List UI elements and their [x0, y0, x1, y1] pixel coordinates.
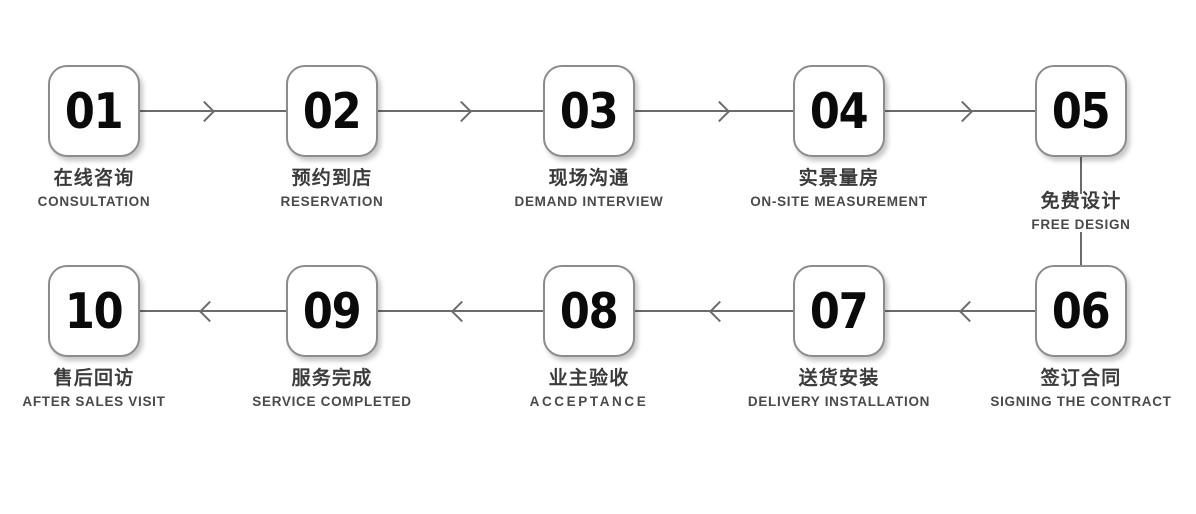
arrow-left-icon-06-07: [958, 300, 981, 323]
connector-02-to-03: [378, 110, 543, 112]
step-number-02: 02: [303, 82, 362, 140]
arrow-left-icon-09-10: [198, 300, 221, 323]
step-number-09: 09: [303, 282, 362, 340]
step-caption-01: 在线咨询 CONSULTATION: [0, 167, 224, 211]
step-caption-en-03: DEMAND INTERVIEW: [514, 193, 664, 209]
step-caption-04: 实景量房 ON-SITE MEASUREMENT: [709, 167, 969, 211]
connector-04-to-05: [885, 110, 1035, 112]
arrow-right-icon-04-05: [951, 100, 974, 123]
step-caption-02: 预约到店 RESERVATION: [202, 167, 462, 211]
step-number-10: 10: [65, 282, 124, 340]
step-number-01: 01: [65, 82, 124, 140]
step-node-02[interactable]: 02: [286, 65, 378, 157]
arrow-right-icon-01-02: [193, 100, 216, 123]
step-caption-en-05: FREE DESIGN: [1031, 216, 1131, 232]
connector-06-to-07: [885, 310, 1035, 312]
connector-07-to-08: [635, 310, 793, 312]
step-caption-06: 签订合同 SIGNING THE CONTRACT: [951, 367, 1196, 411]
step-caption-07: 送货安装 DELIVERY INSTALLATION: [709, 367, 969, 411]
step-caption-cn-03: 现场沟通: [548, 168, 630, 189]
step-node-01[interactable]: 01: [48, 65, 140, 157]
step-node-05[interactable]: 05: [1035, 65, 1127, 157]
step-number-05: 05: [1052, 82, 1111, 140]
step-node-10[interactable]: 10: [48, 265, 140, 357]
step-caption-en-10: AFTER SALES VISIT: [22, 393, 166, 409]
step-caption-cn-07: 送货安装: [798, 368, 880, 389]
connector-09-to-10: [140, 310, 286, 312]
step-caption-cn-05: 免费设计: [1040, 191, 1122, 212]
connector-05-to-06-lower: [1080, 232, 1082, 265]
arrow-right-icon-02-03: [450, 100, 473, 123]
connector-05-to-06-upper: [1080, 157, 1082, 194]
arrow-left-icon-07-08: [708, 300, 731, 323]
step-caption-03: 现场沟通 DEMAND INTERVIEW: [459, 167, 719, 211]
step-caption-08: 业主验收 ACCEPTANCE: [459, 367, 719, 411]
step-node-04[interactable]: 04: [793, 65, 885, 157]
step-caption-en-07: DELIVERY INSTALLATION: [747, 393, 931, 409]
step-caption-05: 免费设计 FREE DESIGN: [951, 190, 1196, 234]
step-node-08[interactable]: 08: [543, 265, 635, 357]
step-caption-cn-09: 服务完成: [291, 368, 373, 389]
step-caption-cn-06: 签订合同: [1040, 368, 1122, 389]
step-caption-cn-04: 实景量房: [798, 168, 880, 189]
step-caption-cn-01: 在线咨询: [53, 168, 135, 189]
step-node-09[interactable]: 09: [286, 265, 378, 357]
connector-01-to-02: [140, 110, 286, 112]
step-number-08: 08: [560, 282, 619, 340]
step-number-07: 07: [810, 282, 869, 340]
step-caption-cn-08: 业主验收: [548, 368, 630, 389]
connector-03-to-04: [635, 110, 793, 112]
step-number-06: 06: [1052, 282, 1111, 340]
step-caption-en-02: RESERVATION: [280, 193, 384, 209]
step-number-04: 04: [810, 82, 869, 140]
step-caption-cn-10: 售后回访: [53, 368, 135, 389]
step-node-07[interactable]: 07: [793, 265, 885, 357]
step-node-06[interactable]: 06: [1035, 265, 1127, 357]
step-node-03[interactable]: 03: [543, 65, 635, 157]
arrow-left-icon-08-09: [450, 300, 473, 323]
step-caption-en-08: ACCEPTANCE: [529, 393, 649, 409]
step-caption-cn-02: 预约到店: [291, 168, 373, 189]
step-caption-en-04: ON-SITE MEASUREMENT: [750, 193, 928, 209]
step-caption-en-01: CONSULTATION: [37, 193, 151, 209]
step-caption-10: 售后回访 AFTER SALES VISIT: [0, 367, 224, 411]
arrow-right-icon-03-04: [708, 100, 731, 123]
step-caption-en-06: SIGNING THE CONTRACT: [990, 393, 1172, 409]
step-number-03: 03: [560, 82, 619, 140]
step-caption-en-09: SERVICE COMPLETED: [252, 393, 412, 409]
connector-08-to-09: [378, 310, 543, 312]
step-caption-09: 服务完成 SERVICE COMPLETED: [202, 367, 462, 411]
